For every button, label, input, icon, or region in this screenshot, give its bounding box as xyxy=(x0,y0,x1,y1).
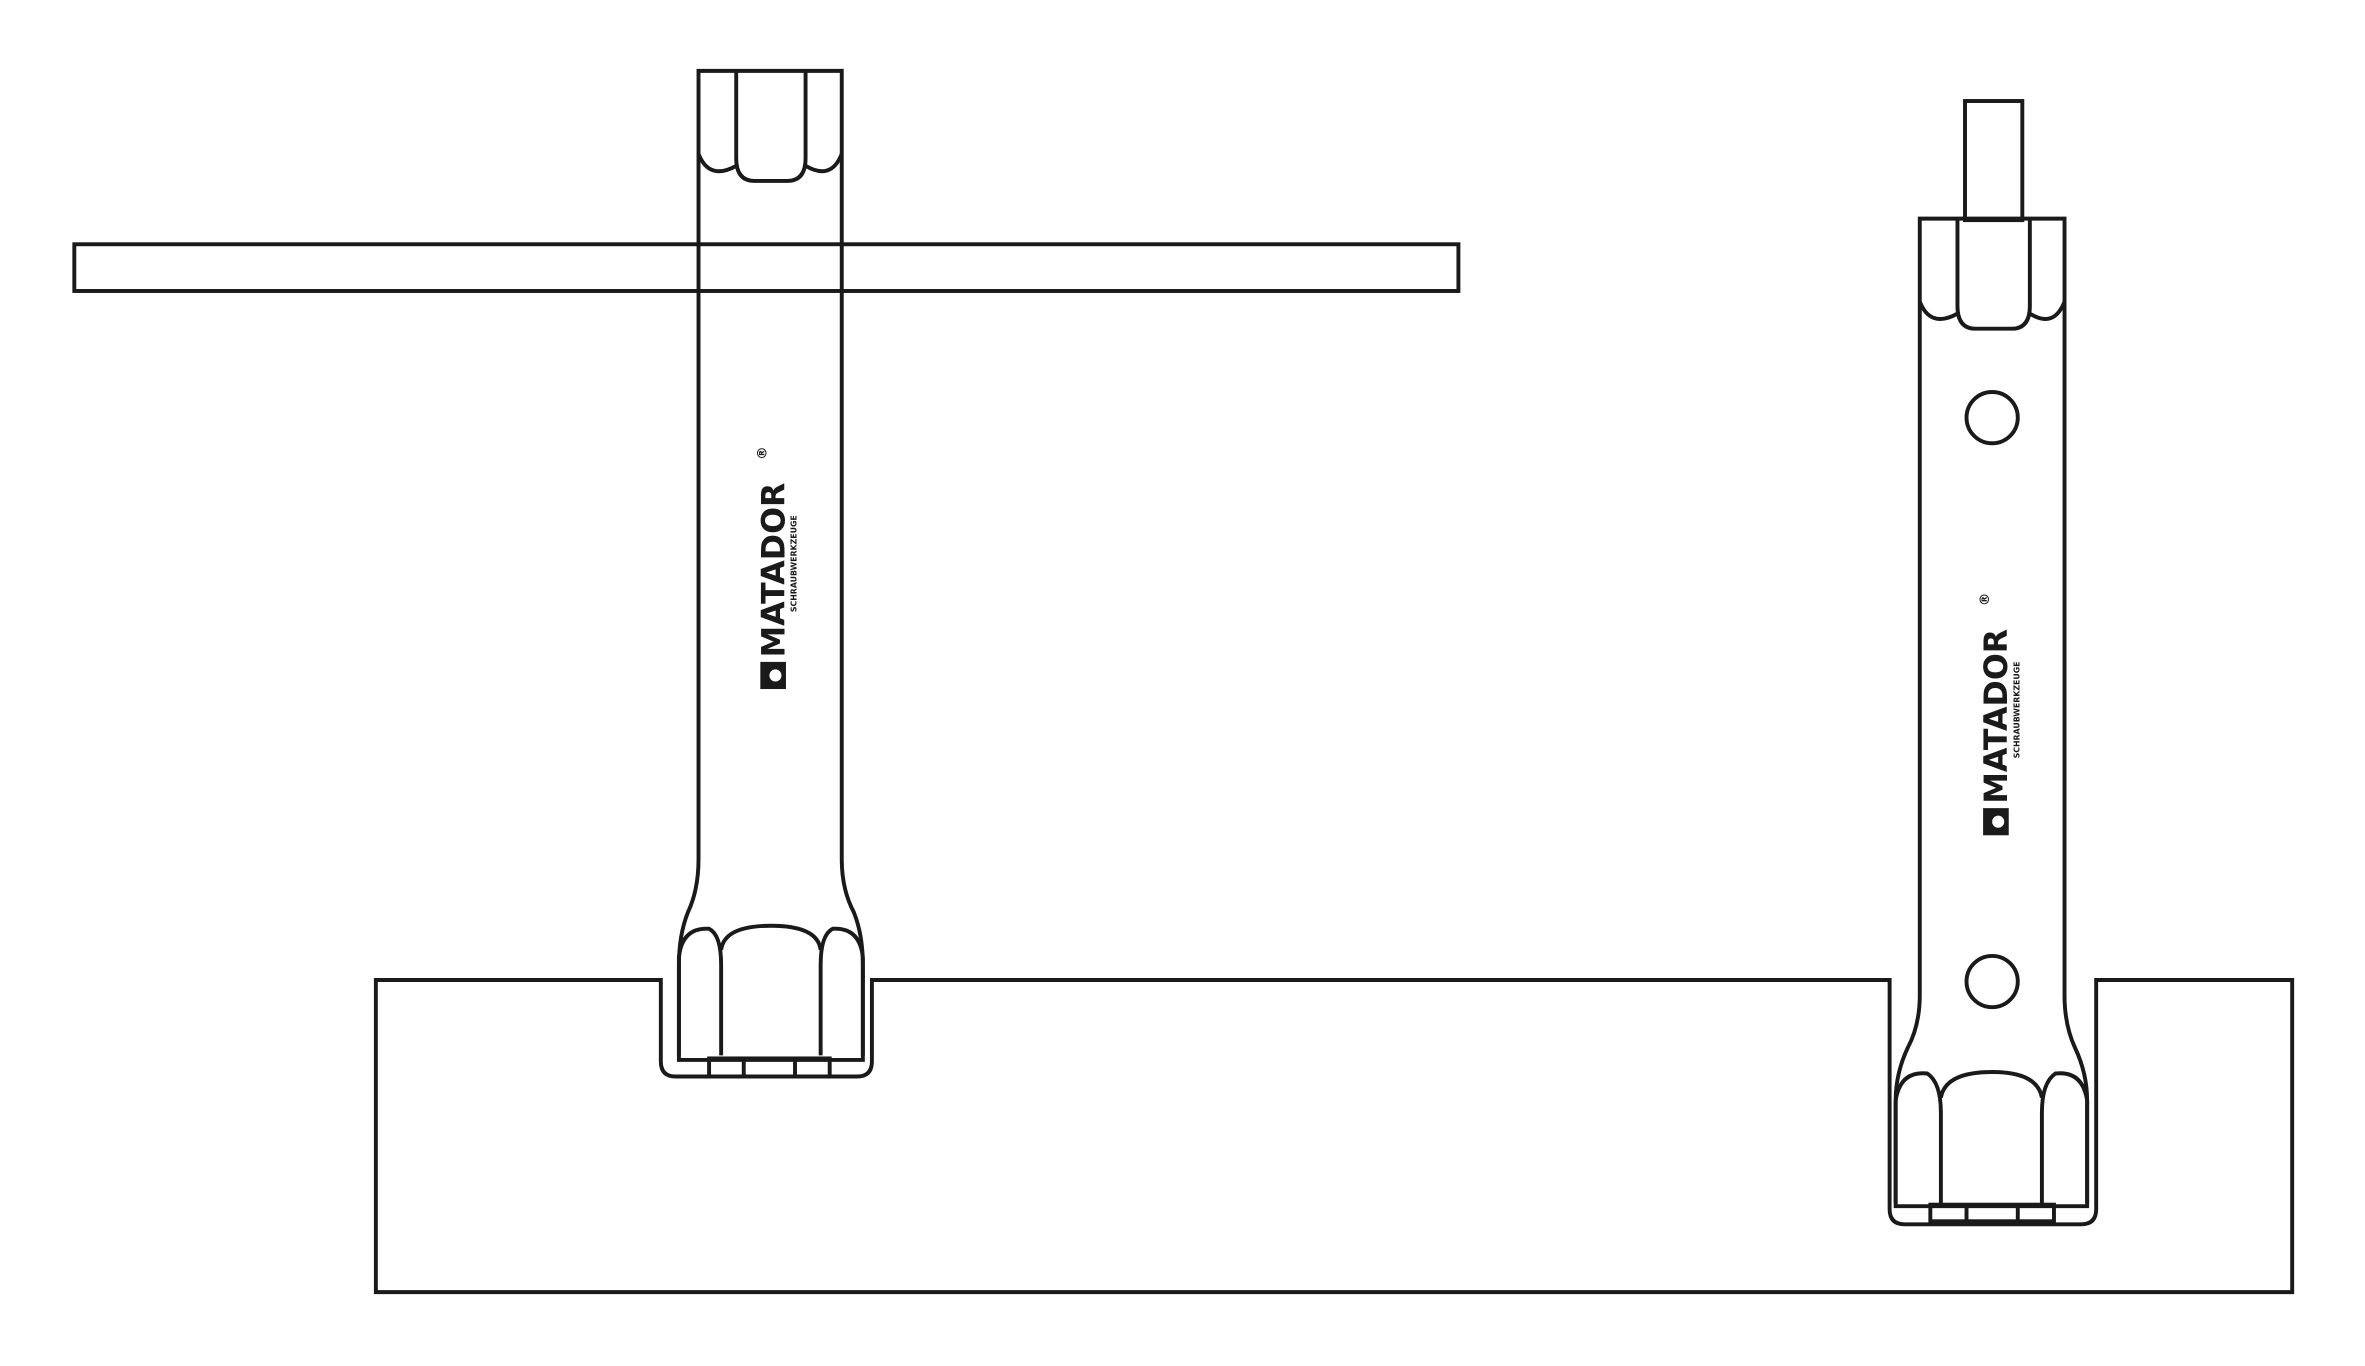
logo-tagline: SCHRAUBWERKZEUGE xyxy=(2012,661,2021,758)
logo-tagline: SCHRAUBWERKZEUGE xyxy=(790,515,799,612)
logo-registered: ® xyxy=(1977,593,1993,607)
tube-body xyxy=(1893,216,2090,1209)
nut-red xyxy=(707,1056,832,1079)
red-marker-lower xyxy=(1964,953,2020,1010)
tube-body xyxy=(676,68,865,1062)
red-marker-upper xyxy=(1964,390,2020,446)
logo-brand: MATADOR xyxy=(756,483,792,658)
threaded-bolt xyxy=(1963,99,2025,223)
logo-registered: ® xyxy=(754,446,770,460)
hex-socket-top xyxy=(696,70,844,183)
hex-socket-bottom xyxy=(676,923,865,1056)
hex-socket-bottom xyxy=(1893,1070,2090,1204)
hex-socket-top xyxy=(1917,218,2067,331)
double-end-tube-wrench: MATADOR ® SCHRAUBWERKZEUGE xyxy=(1893,99,2090,1224)
workpiece-block xyxy=(373,978,2295,1295)
matador-logo: MATADOR ® SCHRAUBWERKZEUGE xyxy=(754,446,799,690)
nut-red xyxy=(1928,1202,2056,1224)
t-handle-tube-wrench: MATADOR ® SCHRAUBWERKZEUGE xyxy=(72,68,1461,1079)
matador-logo: MATADOR ® SCHRAUBWERKZEUGE xyxy=(1977,593,2021,836)
t-bar xyxy=(72,242,1461,293)
logo-brand: MATADOR xyxy=(1979,629,2015,804)
